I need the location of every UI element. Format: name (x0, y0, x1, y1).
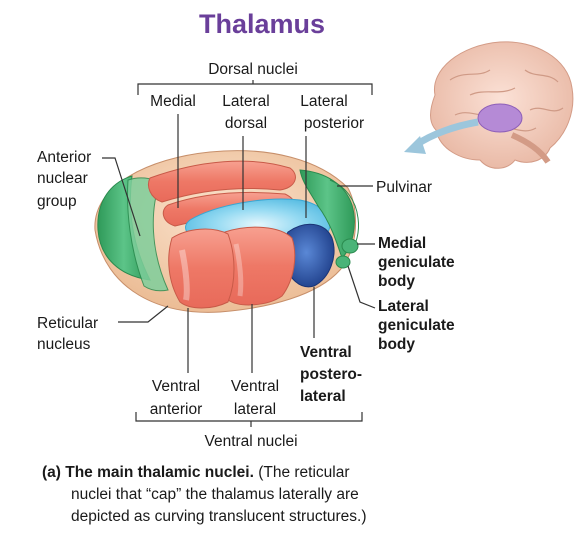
title: Thalamus (199, 9, 325, 39)
ventral-nuclei-label: Ventral nuclei (204, 433, 297, 450)
dorsal-nuclei-label: Dorsal nuclei (208, 61, 298, 78)
caption-bold: (a) The main thalamic nuclei. (42, 464, 254, 481)
medial-geniculate-label-line2: geniculate (378, 254, 455, 271)
lateral-geniculate-label-line2: geniculate (378, 317, 455, 334)
lateral-dorsal-label-line2: dorsal (225, 115, 267, 132)
dorsal-nuclei-bracket: Dorsal nuclei (137, 61, 373, 95)
ventral-lateral-label-line2: lateral (234, 401, 276, 418)
thalamus-illustration (94, 150, 359, 313)
lateral-geniculate-label-line1: Lateral (378, 298, 429, 315)
lateral-posterior-label-line2: posterior (304, 115, 364, 132)
ventral-posterolateral-label-line2: postero- (300, 366, 362, 383)
ventral-anterior-region (168, 228, 235, 309)
ventral-lateral-label-line1: Ventral (231, 378, 279, 395)
ventral-posterolateral-label-line1: Ventral (300, 344, 352, 361)
lateral-dorsal-label-line1: Lateral (222, 93, 269, 110)
figure-caption-line1: (a) The main thalamic nuclei. (The retic… (42, 464, 350, 481)
lateral-geniculate-body-region (335, 255, 351, 269)
lateral-posterior-label-line1: Lateral (300, 93, 347, 110)
anterior-nuclear-group-label-line3: group (37, 193, 77, 210)
pulvinar-label: Pulvinar (376, 179, 432, 196)
anterior-nuclear-group-label-line1: Anterior (37, 149, 91, 166)
reticular-nucleus-label-line2: nucleus (37, 336, 91, 353)
anterior-nuclear-group-label-line2: nuclear (37, 170, 88, 187)
figure-caption-line3: depicted as curving translucent structur… (71, 508, 367, 525)
reticular-nucleus-label-line1: Reticular (37, 315, 98, 332)
caption-line1-rest: (The reticular (254, 464, 350, 481)
ventral-anterior-label-line1: Ventral (152, 378, 200, 395)
figure-caption-line2: nuclei that “cap” the thalamus laterally… (71, 486, 359, 503)
ventral-anterior-label-line2: anterior (150, 401, 203, 418)
medial-nucleus-region (148, 160, 296, 203)
ventral-nuclei-bracket: Ventral nuclei (135, 412, 363, 450)
medial-geniculate-label-line3: body (378, 273, 415, 290)
medial-geniculate-label-line1: Medial (378, 235, 426, 252)
lateral-geniculate-label-line3: body (378, 336, 415, 353)
brain-inset-icon (404, 41, 574, 169)
medial-geniculate-body-region (341, 238, 359, 254)
ventral-posterolateral-label-line3: lateral (300, 388, 346, 405)
medial-label: Medial (150, 93, 196, 110)
